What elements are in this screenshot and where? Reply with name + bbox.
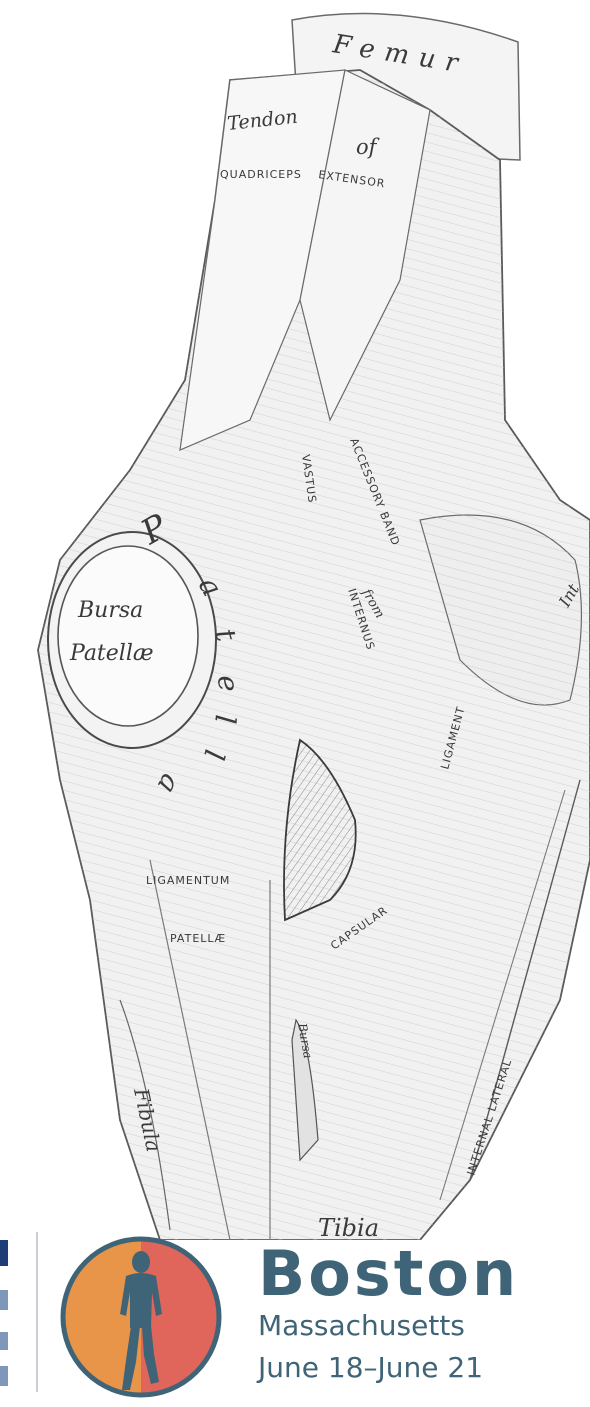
label-quadriceps: QUADRICEPS bbox=[220, 168, 302, 181]
label-patella-4: e bbox=[211, 674, 245, 693]
event-city: Boston bbox=[258, 1243, 519, 1305]
label-patellae: Patellæ bbox=[69, 641, 154, 666]
event-state: Massachusetts bbox=[258, 1312, 465, 1340]
label-patellae-caps: PATELLÆ bbox=[170, 932, 226, 945]
event-dates: June 18–June 21 bbox=[258, 1354, 483, 1382]
divider bbox=[36, 1232, 38, 1392]
runner-circle-icon bbox=[56, 1232, 226, 1402]
partial-logo-edge bbox=[0, 1232, 10, 1392]
label-ligamentum: LIGAMENTUM bbox=[146, 874, 230, 887]
label-of: of bbox=[356, 135, 380, 159]
label-bursa: Bursa bbox=[77, 598, 143, 623]
